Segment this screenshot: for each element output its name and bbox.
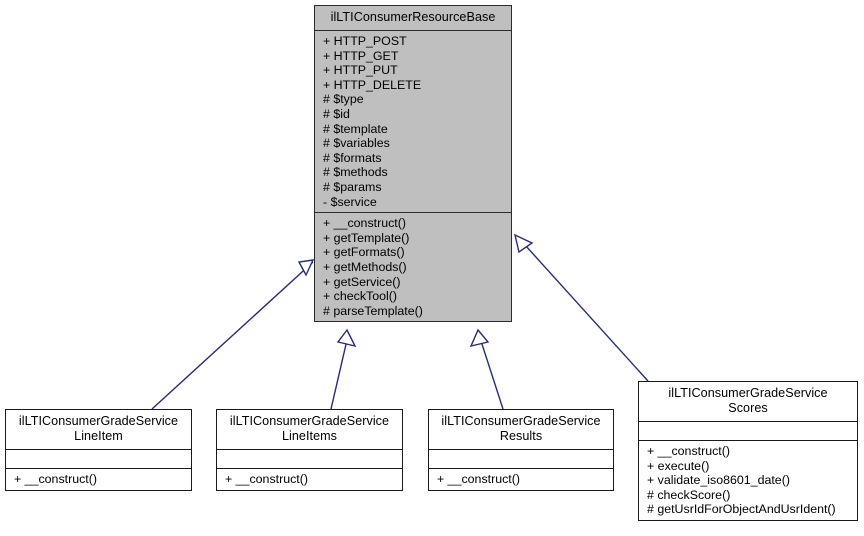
class-name: ilLTIConsumerResourceBase [330, 10, 496, 24]
edge-lineitem-to-base [151, 259, 315, 410]
attribute-row: # $formats [323, 150, 382, 165]
class-box-ilLTIConsumerGradeServiceLineItem[interactable]: ilLTIConsumerGradeService LineItem + __c… [5, 409, 192, 491]
class-name: ilLTIConsumerGradeService Results [441, 414, 601, 443]
operation-row: + __construct() [225, 472, 308, 486]
operation-row: + getMethods() [323, 259, 407, 274]
attribute-row: # $id [323, 106, 350, 121]
operation-row: + __construct() [647, 444, 730, 458]
operation-row: + __construct() [14, 472, 97, 486]
class-name: ilLTIConsumerGradeService Scores [668, 386, 828, 415]
operation-row: # getUsrIdForObjectAndUsrIdent() [647, 502, 836, 517]
operation-row: + checkTool() [323, 289, 398, 304]
attribute-row: - $service [323, 194, 377, 209]
class-operations: + __construct() + execute() + validate_i… [639, 441, 857, 520]
class-separator [429, 449, 613, 450]
operation-row: + __construct() [323, 216, 406, 231]
class-attributes [6, 450, 191, 468]
class-box-ilLTIConsumerGradeServiceScores[interactable]: ilLTIConsumerGradeService Scores + __con… [638, 381, 858, 521]
class-separator [315, 212, 511, 214]
attribute-row: + HTTP_DELETE [323, 77, 422, 92]
operation-row: + getService() [323, 274, 401, 289]
class-operations: + __construct() [6, 469, 191, 490]
edge-results-to-base [469, 328, 504, 410]
attribute-row: # $template [323, 121, 388, 136]
class-separator [217, 449, 402, 450]
class-separator [639, 440, 857, 441]
edge-scores-to-base [513, 233, 649, 382]
class-attributes [639, 422, 857, 440]
class-name: ilLTIConsumerGradeService LineItem [18, 414, 179, 443]
class-operations: + __construct() [429, 469, 613, 490]
operation-row: + getFormats() [323, 245, 405, 260]
class-box-ilLTIConsumerGradeServiceLineItems[interactable]: ilLTIConsumerGradeService LineItems + __… [216, 409, 403, 491]
class-separator [315, 30, 511, 31]
operation-row: + validate_iso8601_date() [647, 473, 790, 488]
class-box-ilLTIConsumerGradeServiceResults[interactable]: ilLTIConsumerGradeService Results + __co… [428, 409, 614, 491]
attribute-row: # $params [323, 179, 382, 194]
class-attributes: + HTTP_POST + HTTP_GET + HTTP_PUT + HTTP… [315, 31, 511, 212]
operation-row: # checkScore() [647, 487, 731, 502]
operation-row: + __construct() [437, 472, 520, 486]
class-separator [6, 468, 191, 469]
attribute-row: # $methods [323, 165, 388, 180]
class-attributes [429, 450, 613, 468]
attribute-row: # $variables [323, 136, 390, 151]
class-operations: + __construct() [217, 469, 402, 490]
attribute-row: + HTTP_PUT [323, 63, 398, 78]
operation-row: + execute() [647, 458, 710, 473]
class-separator [6, 449, 191, 450]
class-separator [217, 468, 402, 469]
operation-row: + getTemplate() [323, 230, 410, 245]
class-separator [429, 468, 613, 469]
attribute-row: # $type [323, 92, 364, 107]
class-box-ilLTIConsumerResourceBase[interactable]: ilLTIConsumerResourceBase + HTTP_POST + … [314, 5, 512, 323]
class-operations: + __construct() + getTemplate() + getFor… [315, 213, 511, 321]
class-name: ilLTIConsumerGradeService LineItems [229, 414, 390, 443]
operation-row: # parseTemplate() [323, 303, 423, 318]
class-attributes [217, 450, 402, 468]
attribute-row: + HTTP_GET [323, 48, 399, 63]
edge-lineitems-to-base [330, 328, 357, 410]
class-separator [639, 421, 857, 422]
attribute-row: + HTTP_POST [323, 34, 407, 48]
